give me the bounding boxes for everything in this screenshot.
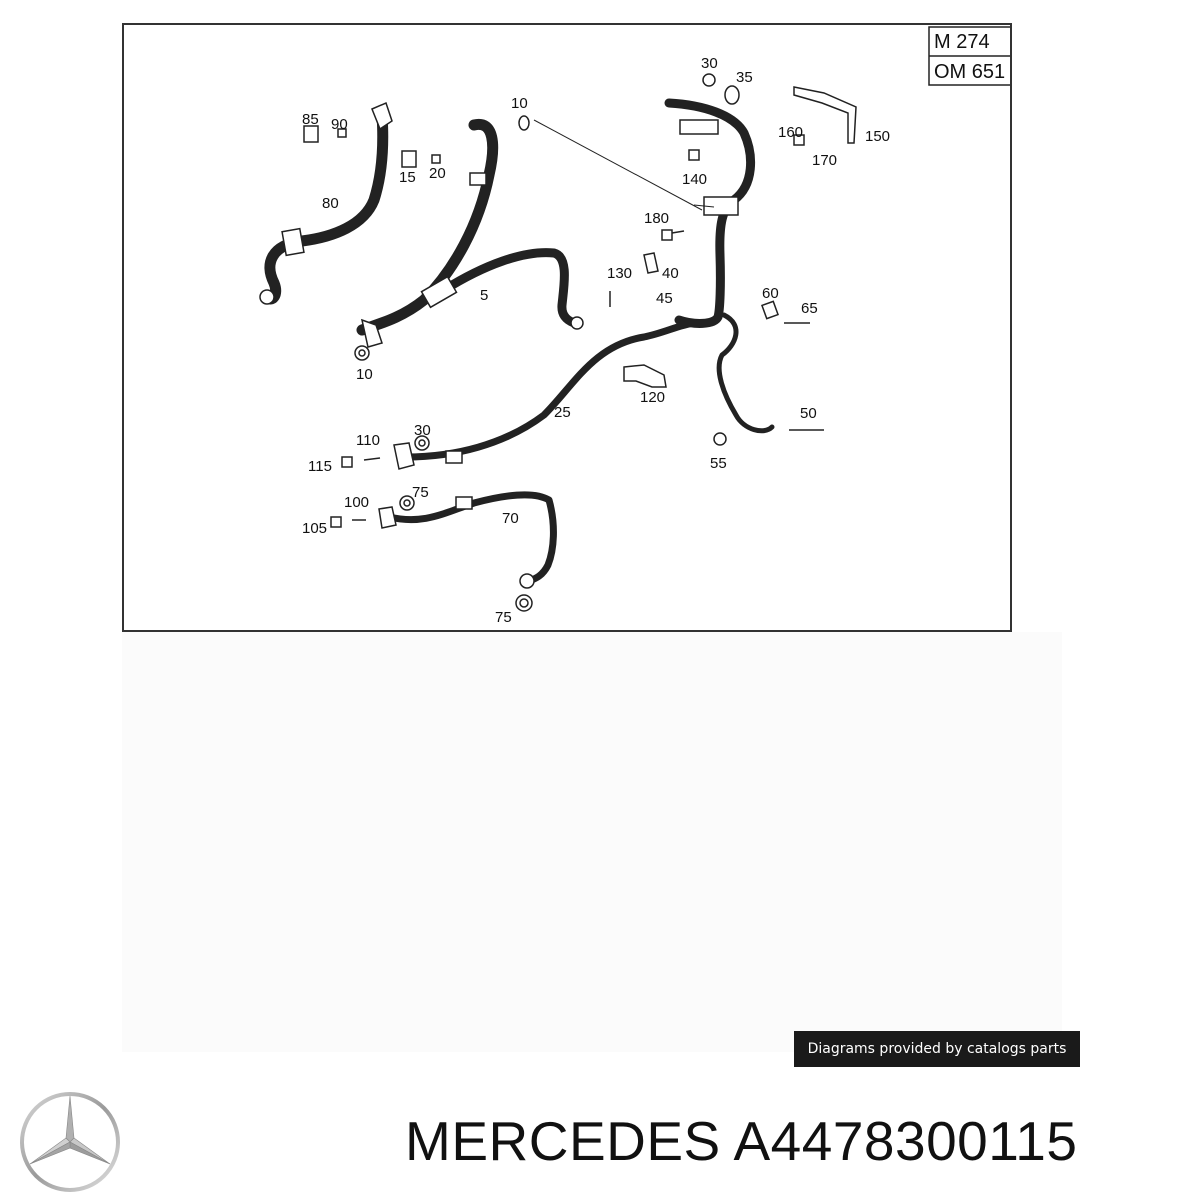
engine-code-2: OM 651 [934,61,1005,83]
credit-banner: Diagrams provided by catalogs parts [794,1031,1080,1067]
callout-75-top: 75 [412,484,429,501]
parts-diagram: M 274 OM 651 [122,23,1012,632]
engine-code-box: M 274 OM 651 [928,26,1010,86]
callout-10-top: 10 [511,95,528,112]
hose-70 [378,491,557,589]
callout-105: 105 [302,520,327,537]
parts-diagram-drawing: M 274 OM 651 [259,26,1010,626]
hose-right [664,98,775,434]
callout-170: 170 [812,152,837,169]
hose-80 [259,101,393,305]
hose-5 [356,118,584,348]
callout-80: 80 [322,195,339,212]
callout-55: 55 [710,455,727,472]
callout-5: 5 [480,287,488,304]
callout-150: 150 [865,128,890,145]
callout-70: 70 [502,510,519,527]
callout-50: 50 [800,405,817,422]
callout-40: 40 [662,265,679,282]
callout-25: 25 [554,404,571,421]
engine-code-1: M 274 [934,31,990,53]
callout-90: 90 [331,116,348,133]
watermark-area [122,632,1062,1052]
callout-30-bottom: 30 [414,422,431,439]
callout-labels: 85 90 10 30 35 160 150 170 140 15 20 80 … [302,55,890,626]
callout-160: 160 [778,124,803,141]
hose-25 [393,319,698,470]
callout-85: 85 [302,111,319,128]
mercedes-star-logo [20,1092,120,1192]
callout-180: 180 [644,210,669,227]
callout-115: 115 [308,458,332,475]
callout-35: 35 [736,69,753,86]
leader-line-10 [533,119,703,211]
fittings [303,73,824,612]
part-title: MERCEDES A4478300115 [405,1110,1078,1172]
callout-110: 110 [356,432,380,449]
callout-120: 120 [640,389,665,406]
callout-130: 130 [607,265,632,282]
callout-75-bottom: 75 [495,609,512,626]
callout-15: 15 [399,169,416,186]
callout-30-top: 30 [701,55,718,72]
callout-20: 20 [429,165,446,182]
bracket-150 [793,86,857,144]
bracket-120 [623,364,667,388]
callout-140: 140 [682,171,707,188]
callout-100: 100 [344,494,369,511]
callout-10-bottom: 10 [356,366,373,383]
callout-45: 45 [656,290,673,307]
callout-60: 60 [762,285,779,302]
callout-65: 65 [801,300,818,317]
